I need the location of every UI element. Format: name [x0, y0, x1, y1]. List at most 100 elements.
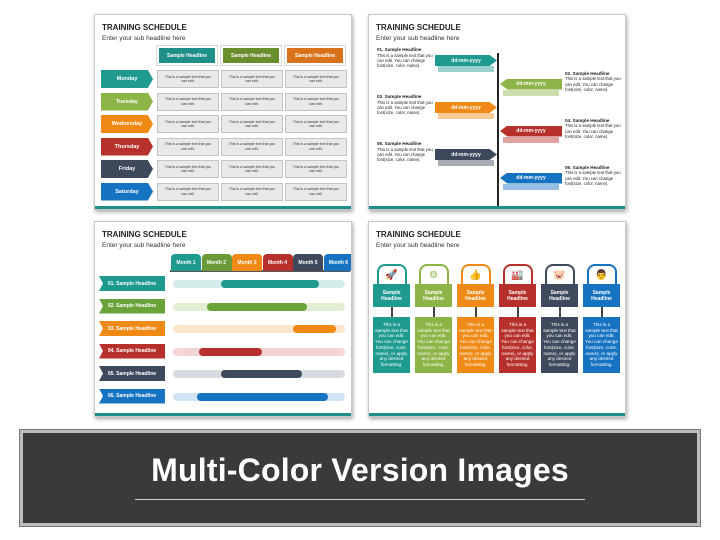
task-track	[173, 280, 345, 288]
timeline-note-body: This is a sample text that you can edit.…	[377, 146, 433, 163]
month-header: Month 1	[171, 254, 201, 271]
day-label-friday: Friday	[101, 160, 153, 178]
schedule-cell: This is a sample text that you can edit.	[285, 160, 347, 178]
timeline-note-heading: 04. Sample Headline	[565, 117, 610, 123]
date-arrow: dd-mm-yyyy	[435, 55, 497, 66]
date-arrow-shadow	[438, 160, 494, 166]
banner-title: Multi-Color Version Images	[151, 452, 569, 488]
date-arrow: dd-mm-yyyy	[500, 125, 562, 137]
schedule-cell: This is a sample text that you can edit.	[157, 92, 219, 111]
slide-thumbnail-gantt[interactable]: TRAINING SCHEDULE Enter your sub headlin…	[94, 221, 352, 417]
task-label: 03. Sample Headline	[99, 321, 165, 336]
column-body: This is a sample text that you can edit.…	[583, 317, 620, 373]
task-track	[173, 302, 345, 311]
date-arrow-shadow	[503, 136, 559, 143]
piggy-bank-icon: 🐷	[544, 264, 575, 284]
schedule-cell: This is a sample text that you can edit.	[285, 115, 347, 133]
timeline-note-body: This is a sample text that you can edit.…	[565, 170, 621, 186]
slide-title: TRAINING SCHEDULE	[102, 230, 187, 239]
schedule-cell: This is a sample text that you can edit.	[285, 137, 347, 156]
task-label: 06. Sample Headline	[99, 388, 165, 404]
task-track	[173, 347, 345, 356]
factory-icon: 🏭	[502, 264, 533, 284]
column-body: This is a sample text that you can edit.…	[499, 317, 536, 373]
schedule-cell: This is a sample text that you can edit.	[285, 70, 347, 88]
column-body: This is a sample text that you can edit.…	[541, 317, 578, 373]
timeline-note-body: This is a sample text that you can edit.…	[565, 123, 621, 139]
month-header: Month 6	[323, 254, 351, 271]
column-body: This is a sample text that you can edit.…	[415, 317, 452, 373]
slide-thumbnail-timeline[interactable]: TRAINING SCHEDULE Enter your sub headlin…	[368, 14, 626, 210]
column-header: Sample Headline	[220, 45, 282, 66]
month-header-rule	[170, 270, 350, 272]
schedule-cell: This is a sample text that you can edit.	[157, 160, 219, 178]
column-connector	[600, 307, 603, 317]
day-label-monday: Monday	[101, 70, 153, 88]
task-bar	[293, 325, 337, 333]
task-bar	[197, 392, 328, 401]
schedule-cell: This is a sample text that you can edit.	[221, 115, 283, 133]
schedule-cell: This is a sample text that you can edit.	[221, 137, 283, 156]
presenter-icon: 👨	[586, 264, 617, 284]
rocket-icon: 🚀	[376, 264, 407, 284]
timeline-note-heading: 03. Sample Headline	[377, 94, 422, 99]
slide-subtitle: Enter your sub headline here	[102, 242, 186, 249]
date-arrow: dd-mm-yyyy	[500, 78, 562, 90]
column-heading: Sample Headline	[541, 284, 578, 307]
column-header: Sample Headline	[284, 45, 346, 66]
column-heading: Sample Headline	[583, 284, 620, 307]
day-label-tuesday: Tuesday	[101, 92, 153, 111]
column-heading: Sample Headline	[373, 284, 410, 307]
column-connector	[432, 307, 435, 317]
timeline-note-body: This is a sample text that you can edit.…	[377, 99, 433, 116]
column-body: This is a sample text that you can edit.…	[457, 317, 494, 373]
column-connector	[516, 307, 519, 317]
timeline-note-heading: 02. Sample Headline	[565, 70, 610, 76]
timeline-axis	[497, 53, 499, 208]
column-heading: Sample Headline	[457, 284, 494, 307]
task-label: 04. Sample Headline	[99, 343, 165, 359]
task-label: 01. Sample Headline	[99, 276, 165, 291]
schedule-cell: This is a sample text that you can edit.	[221, 70, 283, 88]
date-arrow: dd-mm-yyyy	[500, 172, 562, 184]
schedule-cell: This is a sample text that you can edit.	[285, 182, 347, 201]
month-header: Month 2	[201, 254, 232, 271]
date-arrow-shadow	[503, 89, 559, 96]
schedule-cell: This is a sample text that you can edit.	[157, 70, 219, 88]
schedule-cell: This is a sample text that you can edit.	[157, 115, 219, 133]
task-bar	[198, 347, 263, 356]
column-connector	[558, 307, 561, 317]
date-arrow-shadow	[438, 66, 494, 72]
slide-thumbnail-table[interactable]: TRAINING SCHEDULE Enter your sub headlin…	[94, 14, 352, 210]
timeline-note-heading: 05. Sample Headline	[377, 141, 422, 146]
caption-banner: Multi-Color Version Images	[19, 429, 701, 527]
schedule-cell: This is a sample text that you can edit.	[221, 182, 283, 201]
task-bar	[221, 280, 320, 288]
timeline-note-body: This is a sample text that you can edit.…	[377, 52, 433, 69]
task-label: 05. Sample Headline	[99, 366, 165, 381]
slide-title: TRAINING SCHEDULE	[376, 23, 461, 32]
task-track	[173, 370, 345, 378]
schedule-cell: This is a sample text that you can edit.	[221, 92, 283, 111]
column-header: Sample Headline	[156, 45, 218, 66]
slide-thumbnail-columns[interactable]: TRAINING SCHEDULE Enter your sub headlin…	[368, 221, 626, 417]
task-track	[173, 325, 345, 333]
slide-subtitle: Enter your sub headline here	[376, 35, 460, 42]
column-heading: Sample Headline	[415, 284, 452, 307]
column-body: This is a sample text that you can edit.…	[373, 317, 410, 373]
column-heading: Sample Headline	[499, 284, 536, 307]
schedule-cell: This is a sample text that you can edit.	[285, 92, 347, 111]
schedule-cell: This is a sample text that you can edit.	[157, 137, 219, 156]
team-gear-icon: ⚙	[418, 264, 449, 284]
date-arrow: dd-mm-yyyy	[435, 149, 497, 160]
schedule-cell: This is a sample text that you can edit.	[221, 160, 283, 178]
schedule-cell: This is a sample text that you can edit.	[157, 182, 219, 201]
slide-subtitle: Enter your sub headline here	[376, 242, 460, 249]
slide-title: TRAINING SCHEDULE	[376, 230, 461, 239]
banner-divider	[135, 499, 585, 500]
